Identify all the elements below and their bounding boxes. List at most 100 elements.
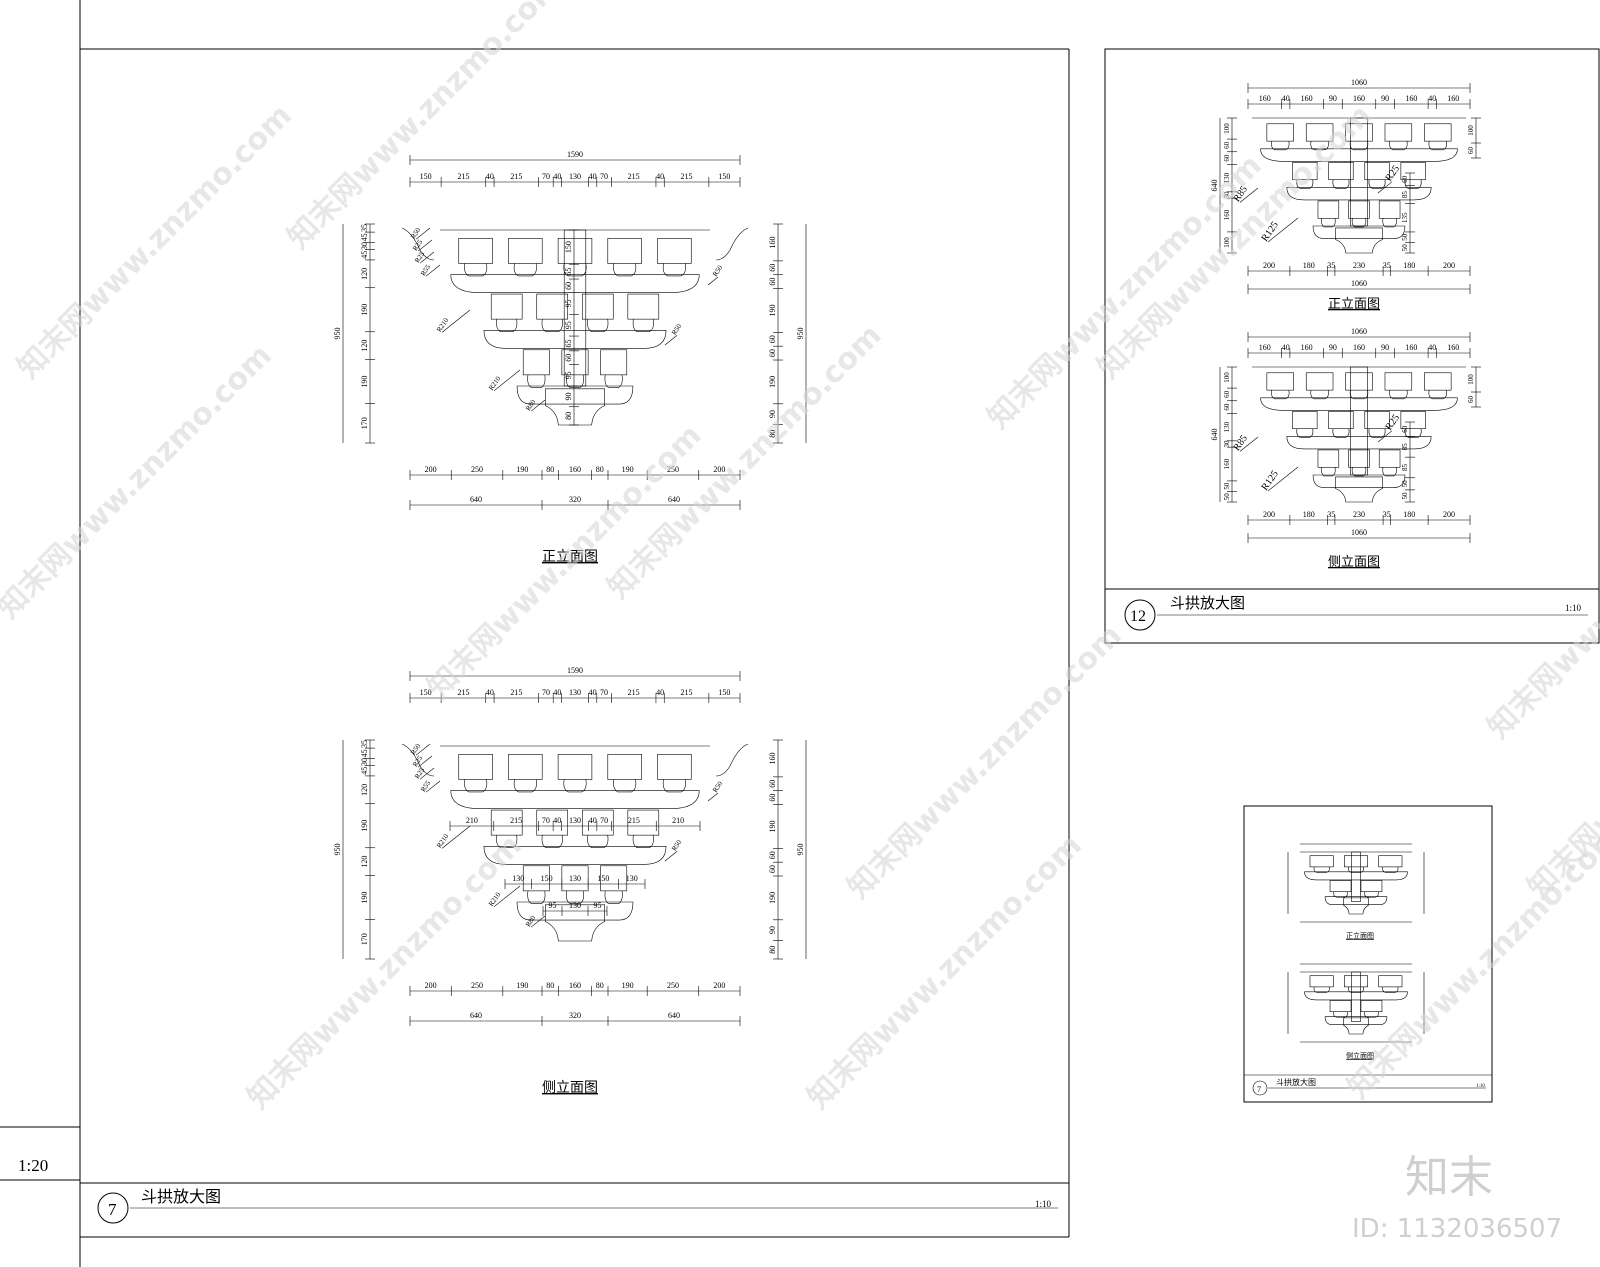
mainSide-bracket-block bbox=[490, 809, 523, 836]
mainSide-bracket-block bbox=[607, 754, 642, 780]
rightFront-left-total-label: 640 bbox=[1210, 180, 1219, 192]
right-side-caption: 侧立面图 bbox=[1328, 555, 1380, 570]
mainSide-left-dim-label: 170 bbox=[360, 933, 369, 945]
mainFront-top-dim-label: 40 bbox=[553, 172, 561, 181]
mainFront-bracket-block bbox=[581, 293, 614, 320]
rightSide-bracket-block bbox=[1364, 411, 1390, 430]
mainSide-top-dim-label: 40 bbox=[486, 688, 494, 697]
brand-id: ID: 1132036507 bbox=[1352, 1214, 1562, 1244]
rightSide-bracket-block bbox=[1266, 372, 1294, 391]
mainSide-bracket-base-seat bbox=[545, 904, 605, 942]
thumb-side-caption: 侧立面图 bbox=[1346, 1051, 1374, 1060]
mainFront-center-dim-label: 65 bbox=[564, 268, 573, 276]
thumbFront-bracket-block-neck bbox=[1382, 866, 1399, 873]
mainFront-top-dim-label: 70 bbox=[600, 172, 608, 181]
thumbFront-bracket-arm bbox=[1304, 871, 1408, 881]
watermark-text: 知末网www.znzmo.com bbox=[281, 0, 569, 256]
mainFront-center-dim-label: 60 bbox=[564, 282, 573, 290]
rightSide-bracket-block-neck bbox=[1382, 467, 1397, 477]
mainFront-bottom-dim-label: 190 bbox=[622, 465, 634, 474]
rightSide-top-dim-label: 40 bbox=[1282, 343, 1290, 352]
mainSide-bottom-dim-label: 190 bbox=[622, 981, 634, 990]
thumbFront-bracket-block-neck bbox=[1347, 866, 1365, 873]
rightFront-top-total-label: 1060 bbox=[1351, 78, 1367, 87]
rightFront-top-dim-label: 160 bbox=[1447, 94, 1459, 103]
rightFront-top-dim-label: 160 bbox=[1353, 94, 1365, 103]
thumb-title: 斗拱放大图 bbox=[1276, 1077, 1316, 1087]
main-title-number: 7 bbox=[108, 1200, 117, 1219]
mainFront-radius-leader bbox=[707, 276, 719, 286]
thumb-front-caption: 正立面图 bbox=[1346, 931, 1374, 940]
rightFront-top-dim-label: 40 bbox=[1282, 94, 1290, 103]
rightSide-left-dim-label: 130 bbox=[1223, 421, 1231, 432]
mainSide-radius-leader bbox=[441, 825, 471, 849]
rightFront-bracket-block-neck bbox=[1321, 218, 1336, 228]
mainSide-radius-leader bbox=[530, 915, 546, 928]
mainFront-top-dim-label: 40 bbox=[486, 172, 494, 181]
rightFront-bracket-block bbox=[1305, 123, 1334, 142]
right-scale: 1:10 bbox=[1565, 603, 1582, 613]
rightFront-bracket-arm bbox=[1286, 187, 1432, 201]
thumb-panel-frame: 7 斗拱放大图 1:10 bbox=[1243, 805, 1493, 1103]
mainFront-bottom-dim-label: 80 bbox=[546, 465, 554, 474]
mainFront-right-dim-label: 190 bbox=[768, 376, 777, 388]
thumbSide-bracket-block bbox=[1344, 975, 1368, 988]
mainFront-bottom-total-label: 320 bbox=[569, 495, 581, 504]
mainSide-right-total-label: 950 bbox=[796, 844, 805, 856]
rightSide-bracket-block-neck bbox=[1321, 467, 1336, 477]
mainSide-bracket-block bbox=[508, 754, 543, 780]
mainSide-bracket-block bbox=[522, 865, 550, 892]
rightFront-top-dim-label: 90 bbox=[1329, 94, 1337, 103]
mainSide-radius-leader bbox=[417, 755, 433, 768]
rightSide-left-dim-label: 100 bbox=[1223, 372, 1231, 383]
mainSide-mid-dim-1-label: 210 bbox=[672, 816, 684, 825]
mainFront-bracket-block bbox=[561, 349, 589, 376]
mainSide-left-dim-label: 45 bbox=[360, 749, 369, 757]
mainSide-mid-dim-1-label: 215 bbox=[510, 816, 522, 825]
rightFront-right-dim-b-label: 50 bbox=[1401, 233, 1409, 241]
mainSide-top-dim-label: 150 bbox=[420, 688, 432, 697]
mainFront-bracket-block-neck bbox=[563, 263, 587, 277]
rightSide-left-dim-label: 30 bbox=[1223, 440, 1231, 448]
mainSide-right-dim-label: 60 bbox=[768, 865, 777, 873]
mainSide-top-dim-label: 40 bbox=[553, 688, 561, 697]
mainSide-bottom-total-label: 320 bbox=[569, 1011, 581, 1020]
mainFront-top-dim-label: 215 bbox=[681, 172, 693, 181]
mainSide-mid-dim-2-label: 150 bbox=[597, 874, 609, 883]
rightFront-top-dim-label: 160 bbox=[1405, 94, 1417, 103]
thumbSide-bracket-block-neck bbox=[1382, 986, 1399, 993]
rightFront-top-dim-label: 90 bbox=[1381, 94, 1389, 103]
rightSide-right-dim-b-label: 85 bbox=[1401, 443, 1409, 451]
mainFront-radius-label: R80 bbox=[524, 398, 538, 413]
rightFront-bracket-center-member bbox=[1350, 117, 1368, 227]
mainFront-bottom-dim-label: 250 bbox=[667, 465, 679, 474]
mainFront-radius-label: R50 bbox=[711, 264, 725, 279]
rightFront-top-dim-label: 160 bbox=[1301, 94, 1313, 103]
rightSide-top-dim-label: 90 bbox=[1381, 343, 1389, 352]
rightSide-bottom-total-label: 1060 bbox=[1351, 528, 1367, 537]
rightSide-bracket-block-neck bbox=[1428, 390, 1447, 400]
mainSide-right-dim-label: 160 bbox=[768, 752, 777, 764]
mainSide-bracket-block-neck bbox=[513, 779, 537, 793]
right-front-caption: 正立面图 bbox=[1328, 297, 1380, 312]
mainSide-right-dim-label: 60 bbox=[768, 780, 777, 788]
rightFront-bottom-dim-label: 230 bbox=[1353, 261, 1365, 270]
thumbSide-bracket-block bbox=[1309, 975, 1334, 988]
rightFront-right-dim-b-label: 60 bbox=[1401, 175, 1409, 183]
rightFront-top-dim-label: 160 bbox=[1259, 94, 1271, 103]
mainSide-radius-leader bbox=[415, 743, 431, 756]
mainFront-radius-label: R55 bbox=[419, 263, 433, 278]
mainSide-radius-leader bbox=[707, 792, 719, 802]
rightSide-left-dim-label: 160 bbox=[1223, 458, 1231, 469]
rightSide-bottom-dim-label: 35 bbox=[1327, 510, 1335, 519]
thumb-title-number: 7 bbox=[1257, 1085, 1261, 1094]
rightFront-left-dim-label: 100 bbox=[1223, 237, 1231, 248]
thumbFront-bracket-block-neck bbox=[1313, 866, 1330, 873]
rightSide-bracket-block bbox=[1328, 411, 1354, 430]
mainFront-bracket-block bbox=[600, 349, 628, 376]
mainFront-bottom-total-label: 640 bbox=[668, 495, 680, 504]
main-side-caption: 侧立面图 bbox=[542, 1080, 598, 1096]
mainSide-bottom-dim-label: 160 bbox=[569, 981, 581, 990]
mainSide-bracket-arm bbox=[483, 845, 667, 865]
